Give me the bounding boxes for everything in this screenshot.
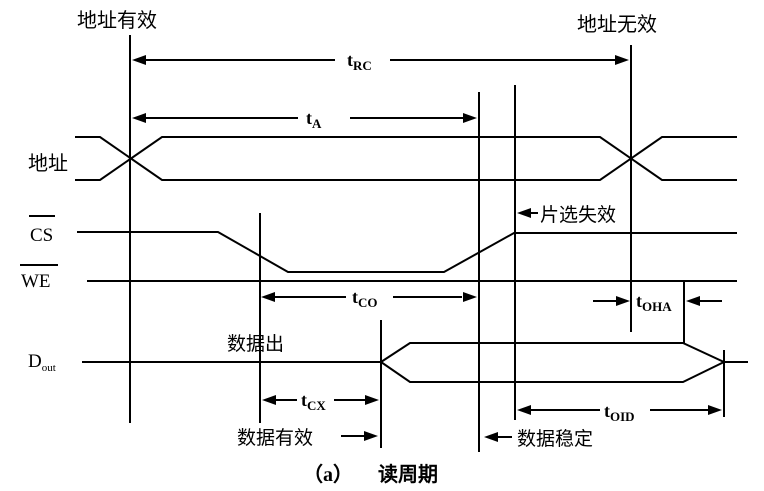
address-bus-rail-a <box>75 136 737 181</box>
data-valid-label: 数据有效 <box>237 427 313 449</box>
data-valid-arrowhead <box>364 431 378 441</box>
toid-arrowhead-right <box>708 405 722 415</box>
cs-signal-label-group: CS <box>29 215 55 246</box>
trc-arrowhead-left <box>132 55 146 65</box>
toha-measure: tOHA <box>593 291 722 314</box>
tcx-sub: CX <box>307 398 326 413</box>
trc-sub: RC <box>353 58 372 73</box>
trc-label: tRC <box>347 50 372 73</box>
trc-measure: tRC <box>132 50 629 73</box>
ta-sub: A <box>312 116 322 131</box>
address-signal-label: 地址 <box>28 152 68 175</box>
trc-base: t <box>347 50 353 70</box>
dout-signal-label: Dout <box>28 351 56 374</box>
cs-inactive-arrowhead <box>517 208 531 218</box>
tcx-measure: tCX <box>262 390 379 413</box>
tcx-arrowhead-left <box>262 395 276 405</box>
cs-inactive-annotation: 片选失效 <box>517 204 616 226</box>
we-signal-label: WE <box>21 271 51 292</box>
data-stable-annotation: 数据稳定 <box>484 428 593 450</box>
toid-arrowhead-left <box>517 405 531 415</box>
caption-title: 读周期 <box>378 462 438 486</box>
data-valid-annotation: 数据有效 <box>237 427 378 449</box>
dout-bus-top <box>380 342 748 363</box>
address-invalid-label: 地址无效 <box>577 13 657 36</box>
toid-label: tOID <box>604 401 635 424</box>
we-signal-label-group: WE <box>20 264 58 292</box>
data-out-label: 数据出 <box>227 333 284 355</box>
tcx-label: tCX <box>301 390 326 413</box>
toid-base: t <box>604 401 610 421</box>
ta-base: t <box>306 108 312 128</box>
dout-bus-bottom <box>380 361 725 383</box>
dout-base: D <box>28 351 42 372</box>
trc-arrowhead-right <box>615 55 629 65</box>
data-stable-label: 数据稳定 <box>517 428 593 450</box>
toha-sub: OHA <box>642 299 672 314</box>
address-bus-rail-b <box>75 136 737 181</box>
address-valid-label: 地址有效 <box>77 9 157 32</box>
ta-measure: tA <box>132 108 477 131</box>
figure-caption: （a） 读周期 <box>303 462 438 486</box>
cs-waveform <box>77 231 737 273</box>
cs-signal-label: CS <box>30 225 53 246</box>
tco-sub: CO <box>358 295 378 310</box>
tcx-base: t <box>301 390 307 410</box>
tco-label: tCO <box>352 287 378 310</box>
ta-label: tA <box>306 108 322 131</box>
cs-inactive-label: 片选失效 <box>540 204 616 226</box>
caption-index: （a） <box>303 463 353 486</box>
toid-sub: OID <box>610 409 635 424</box>
toha-label: tOHA <box>636 291 672 314</box>
toha-base: t <box>636 291 642 311</box>
tco-arrowhead-right <box>463 292 477 302</box>
dout-sub: out <box>42 362 56 374</box>
toha-arrowhead-in-right <box>686 296 700 306</box>
tco-arrowhead-left <box>261 292 275 302</box>
tco-base: t <box>352 287 358 307</box>
ta-arrowhead-left <box>132 113 146 123</box>
data-stable-arrowhead <box>484 432 498 442</box>
toid-measure: tOID <box>517 401 722 424</box>
ta-arrowhead-right <box>463 113 477 123</box>
tcx-arrowhead-right <box>365 395 379 405</box>
toha-arrowhead-in-left <box>616 296 630 306</box>
tco-measure: tCO <box>261 287 477 310</box>
